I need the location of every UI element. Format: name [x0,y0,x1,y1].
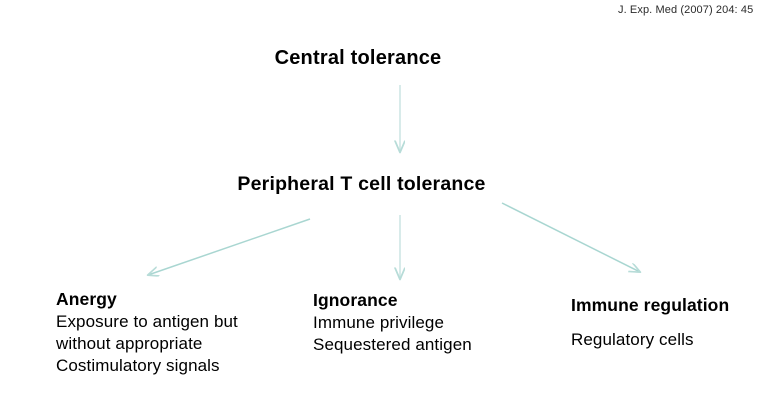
branch-ignorance-line-2: Sequestered antigen [313,335,472,354]
node-peripheral-t-cell-tolerance: Peripheral T cell tolerance [237,173,486,195]
branch-ignorance-line-1: Immune privilege [313,313,445,332]
branch-anergy-line-2: without appropriate [56,334,203,353]
branch-anergy-line-1: Exposure to antigen but [56,312,238,331]
node-central-tolerance: Central tolerance [274,47,442,69]
branch-anergy-heading: Anergy [56,289,117,309]
arrow-peripheral-to-immune-regulation [501,202,640,272]
branch-immune-regulation-line-1: Regulatory cells [571,330,694,349]
branch-anergy: Anergy Exposure to antigen but without a… [56,288,238,377]
branch-ignorance: Ignorance Immune privilege Sequestered a… [313,289,472,356]
branch-immune-regulation: Immune regulation Regulatory cells [571,294,729,351]
journal-citation: J. Exp. Med (2007) 204: 45 [618,4,754,16]
arrow-peripheral-to-anergy [148,218,311,275]
branch-immune-regulation-spacer [571,317,729,329]
branch-ignorance-heading: Ignorance [313,290,398,310]
branch-immune-regulation-heading: Immune regulation [571,295,730,315]
branch-anergy-line-3: Costimulatory signals [56,356,220,375]
